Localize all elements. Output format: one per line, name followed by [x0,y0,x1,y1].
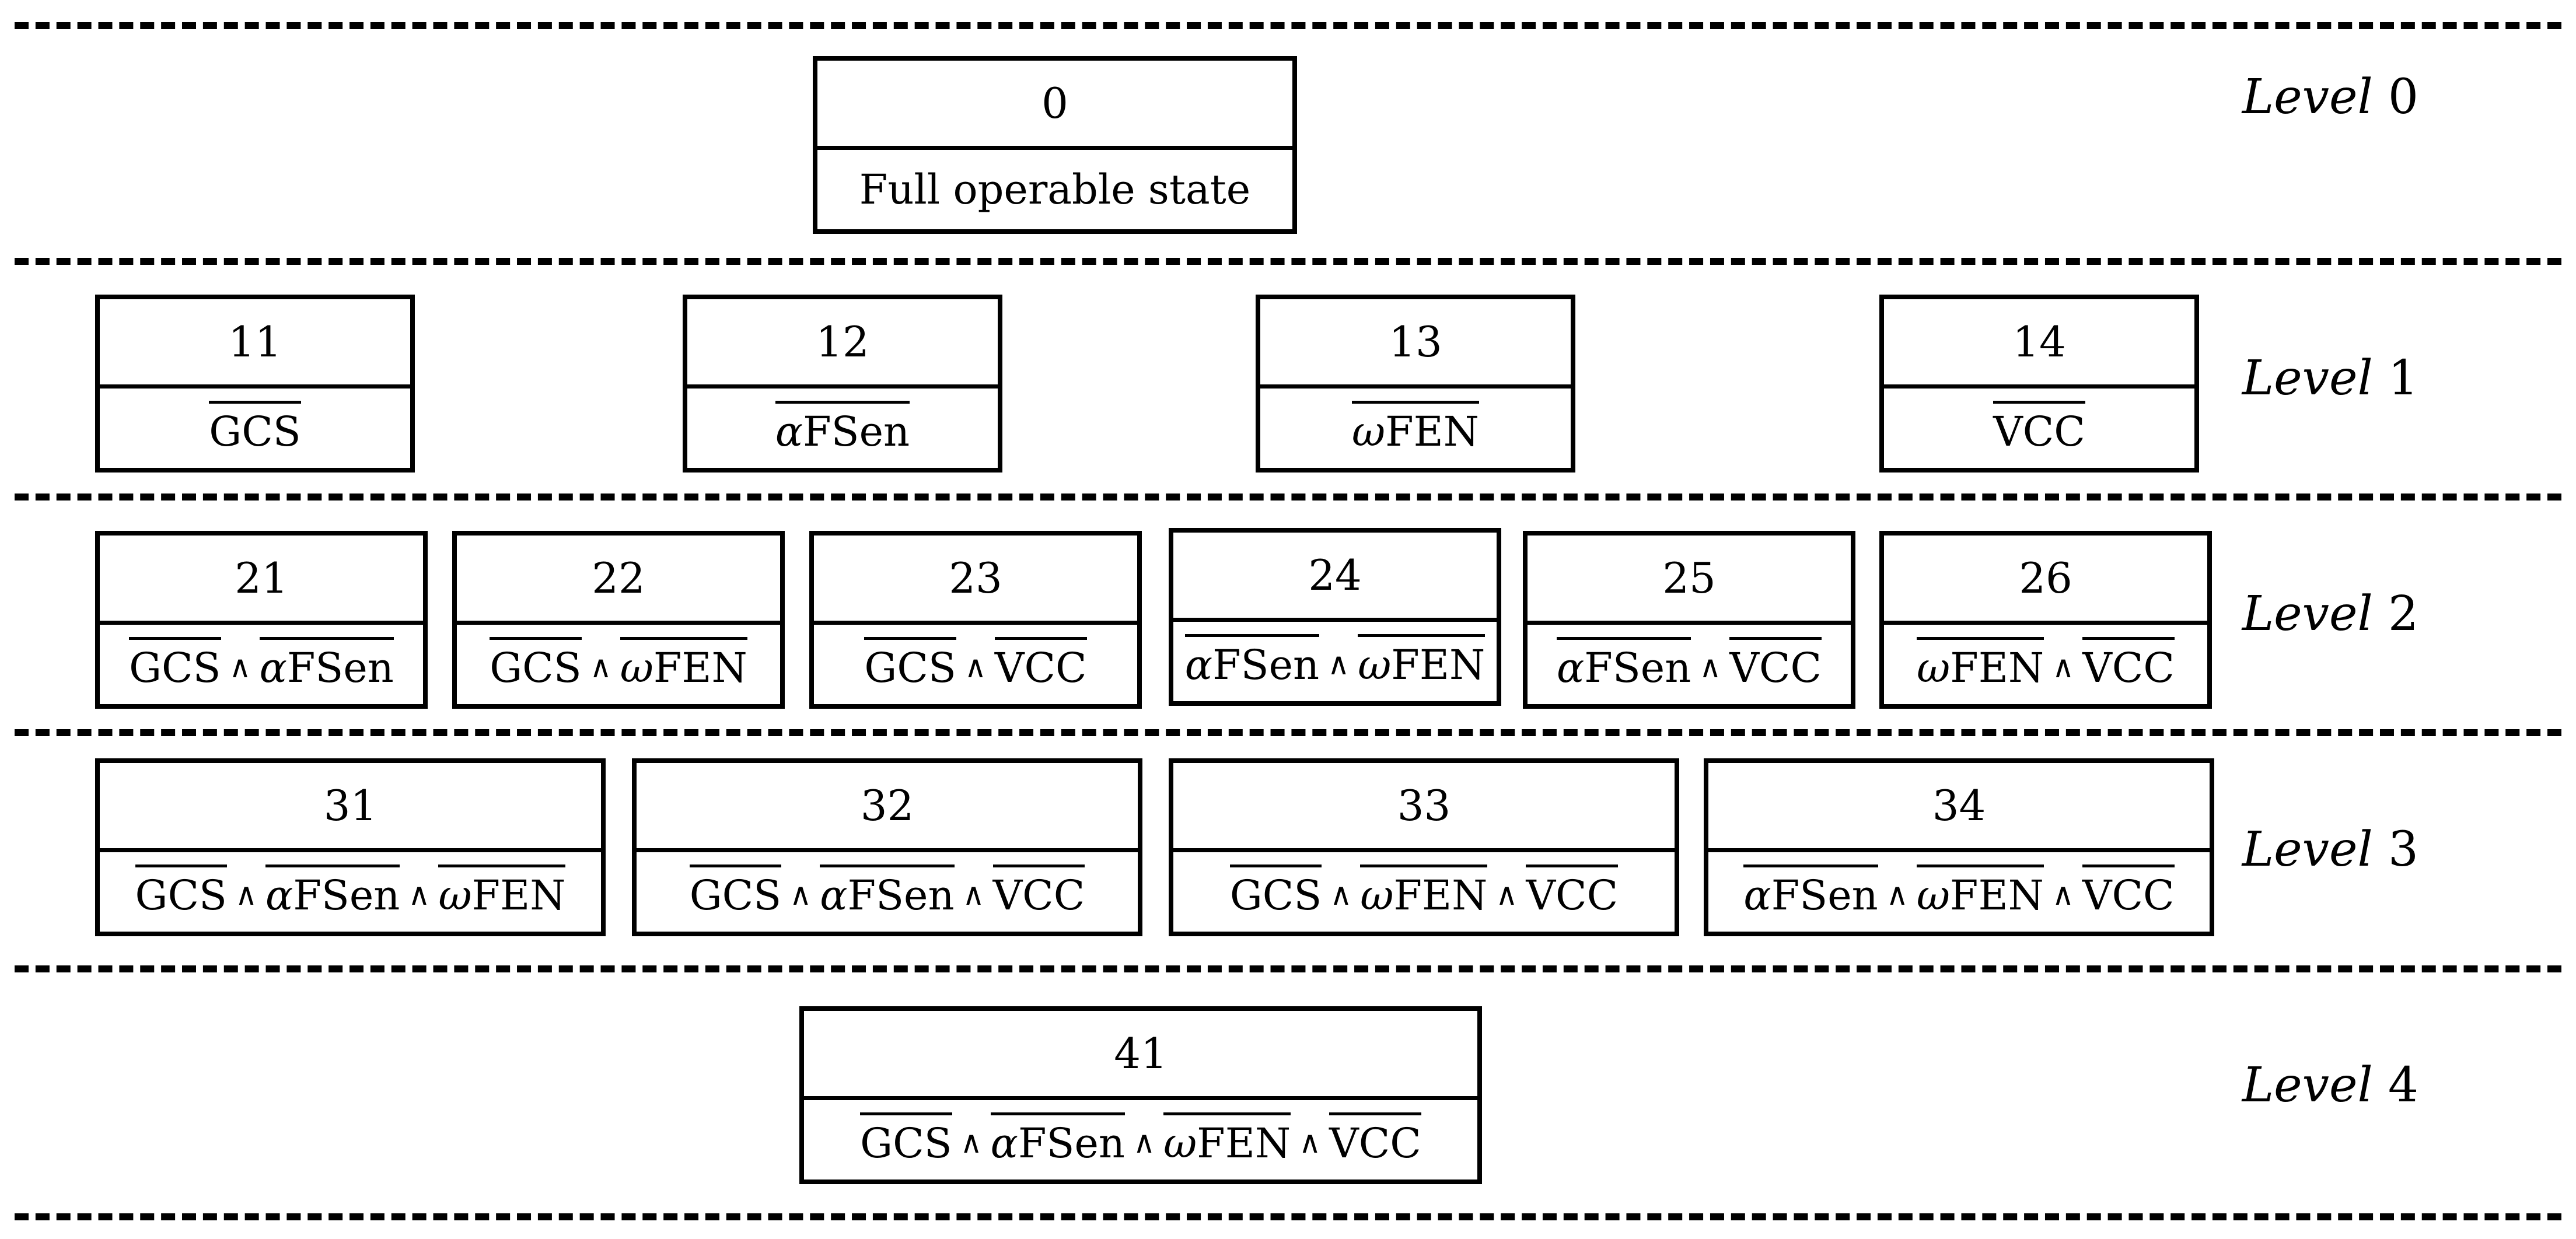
state-box-23: 23 GCS∧VCC [809,531,1142,709]
state-box-13: 13 ωFEN [1256,295,1575,473]
state-number: 34 [1708,763,2210,852]
state-label: Full operable state [859,165,1251,214]
state-box-14: 14 VCC [1879,295,2199,473]
state-number: 23 [814,536,1137,625]
level-separator [15,1213,2561,1220]
failed-fsen-term: αFSen [775,401,910,456]
level-separator [15,729,2561,736]
state-box-32: 32 GCS∧αFSen∧VCC [632,758,1142,936]
state-box-24: 24 αFSen∧ωFEN [1169,528,1501,706]
state-condition: ωFEN [1260,388,1571,468]
state-condition: GCS∧αFSen∧VCC [637,852,1138,932]
state-condition: GCS∧ωFEN∧VCC [1173,852,1675,932]
state-box-26: 26 ωFEN∧VCC [1879,531,2212,709]
state-condition: ωFEN∧VCC [1884,625,2207,704]
state-condition: VCC [1884,388,2194,468]
state-number: 13 [1260,299,1571,388]
state-box-33: 33 GCS∧ωFEN∧VCC [1169,758,1679,936]
state-condition: GCS∧αFSen∧ωFEN [100,852,601,932]
state-box-0: 0 Full operable state [813,56,1297,234]
failed-fen-term: ωFEN [1351,401,1479,456]
state-number: 21 [100,536,423,625]
failed-gcs-term: GCS [209,401,301,456]
level-separator [15,494,2561,501]
failed-vcc-term: VCC [1993,401,2085,456]
level-label-1: Level 1 [2242,351,2418,406]
state-condition: αFSen∧ωFEN∧VCC [1708,852,2210,932]
level-separator [15,258,2561,265]
state-number: 25 [1528,536,1851,625]
level-separator [15,22,2561,29]
state-box-22: 22 GCS∧ωFEN [452,531,785,709]
state-condition: GCS∧VCC [814,625,1137,704]
state-condition: GCS∧αFSen [100,625,423,704]
state-condition: αFSen∧VCC [1528,625,1851,704]
state-number: 14 [1884,299,2194,388]
state-box-21: 21 GCS∧αFSen [95,531,428,709]
state-number: 22 [457,536,780,625]
state-number: 33 [1173,763,1675,852]
state-number: 41 [804,1011,1477,1100]
level-separator [15,965,2561,972]
state-box-12: 12 αFSen [683,295,1002,473]
state-number: 32 [637,763,1138,852]
state-condition: αFSen∧ωFEN [1173,622,1497,701]
state-number: 0 [817,61,1292,150]
level-label-4: Level 4 [2242,1058,2418,1113]
state-number: 31 [100,763,601,852]
state-condition: GCS∧ωFEN [457,625,780,704]
state-condition: αFSen [687,388,998,468]
state-number: 12 [687,299,998,388]
state-box-11: 11 GCS [95,295,415,473]
state-box-25: 25 αFSen∧VCC [1523,531,1855,709]
state-number: 26 [1884,536,2207,625]
state-condition: GCS [100,388,410,468]
state-number: 24 [1173,533,1497,622]
state-number: 11 [100,299,410,388]
state-box-41: 41 GCS∧αFSen∧ωFEN∧VCC [799,1006,1482,1184]
state-box-34: 34 αFSen∧ωFEN∧VCC [1704,758,2214,936]
state-box-31: 31 GCS∧αFSen∧ωFEN [95,758,606,936]
level-label-3: Level 3 [2242,822,2418,877]
level-label-2: Level 2 [2242,586,2418,642]
state-condition: GCS∧αFSen∧ωFEN∧VCC [804,1100,1477,1180]
level-label-0: Level 0 [2242,69,2418,125]
